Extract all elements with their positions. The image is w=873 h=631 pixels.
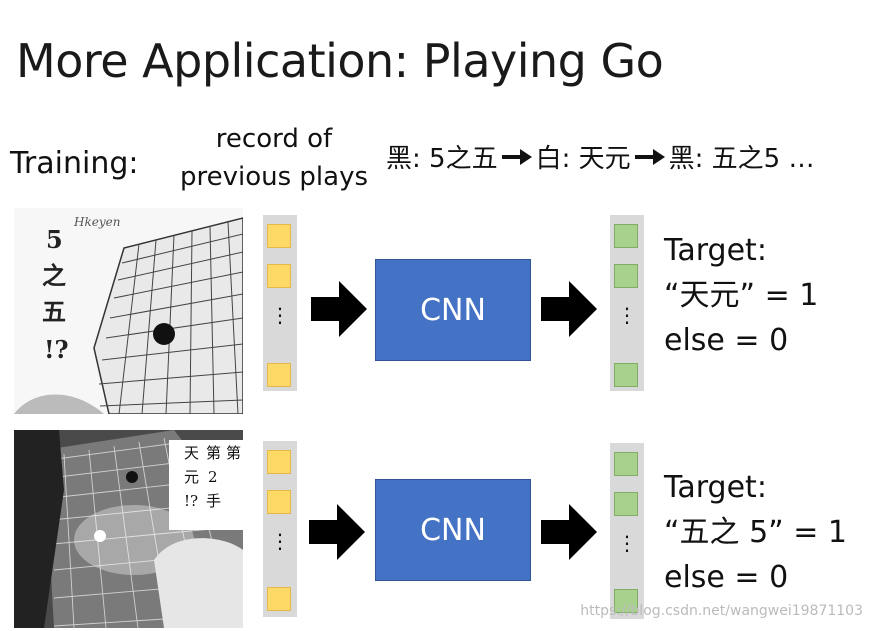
input-cell bbox=[267, 587, 291, 611]
output-vector-2: ⋮ bbox=[610, 443, 644, 619]
target-block-2: Target: “五之 5” = 1 else = 0 bbox=[664, 465, 847, 600]
flow-arrow-icon bbox=[309, 504, 365, 560]
right-arrow-icon bbox=[634, 144, 665, 170]
ellipsis-icon: ⋮ bbox=[617, 303, 637, 327]
input-cell bbox=[267, 363, 291, 387]
input-cell bbox=[267, 450, 291, 474]
input-cell bbox=[267, 490, 291, 514]
ellipsis-icon: ⋮ bbox=[270, 529, 290, 553]
manga-caption-char: 之 bbox=[42, 261, 66, 290]
output-cell bbox=[614, 363, 638, 387]
target-title: Target: bbox=[664, 470, 767, 505]
move-1: 黑: 5之五 bbox=[386, 144, 498, 174]
target-value: “五之 5” = 1 bbox=[664, 515, 848, 550]
move-3: 黑: 五之5 … bbox=[668, 144, 815, 174]
flow-arrow-icon bbox=[541, 281, 597, 337]
output-cell bbox=[614, 224, 638, 248]
output-vector-1: ⋮ bbox=[610, 215, 644, 391]
ellipsis-icon: ⋮ bbox=[617, 531, 637, 555]
manga-caption-char: 五 bbox=[42, 297, 66, 326]
manga-caption-char: 第 bbox=[206, 444, 221, 462]
input-vector-1: ⋮ bbox=[263, 215, 297, 391]
manga-caption-char: !? bbox=[184, 492, 198, 510]
ellipsis-icon: ⋮ bbox=[270, 303, 290, 327]
output-cell bbox=[614, 452, 638, 476]
slide-title: More Application: Playing Go bbox=[16, 34, 664, 88]
input-cell bbox=[267, 264, 291, 288]
manga-caption-char: 元 bbox=[184, 468, 199, 486]
go-manga-image-1: Hkeyen 5 之 五 !? bbox=[14, 208, 243, 414]
manga-caption-char: 第 bbox=[226, 444, 241, 462]
input-vector-2: ⋮ bbox=[263, 441, 297, 617]
target-else: else = 0 bbox=[664, 323, 789, 358]
record-caption-line1: record of bbox=[215, 124, 333, 154]
output-cell bbox=[614, 492, 638, 516]
watermark-url: https://blog.csdn.net/wangwei19871103 bbox=[580, 603, 863, 619]
manga-signature: Hkeyen bbox=[73, 215, 120, 229]
target-else: else = 0 bbox=[664, 560, 789, 595]
output-cell bbox=[614, 264, 638, 288]
manga-caption-char: 手 bbox=[206, 492, 221, 510]
manga-caption-char: !? bbox=[44, 335, 69, 364]
manga-caption-char: 5 bbox=[46, 225, 63, 254]
flow-arrow-icon bbox=[541, 504, 597, 560]
move-2: 白: 天元 bbox=[535, 144, 631, 174]
manga-caption-char: 2 bbox=[208, 468, 218, 486]
move-sequence: 黑: 5之五 白: 天元 黑: 五之5 … bbox=[386, 138, 814, 175]
cnn-box-2: CNN bbox=[375, 479, 531, 581]
target-block-1: Target: “天元” = 1 else = 0 bbox=[664, 228, 818, 363]
cnn-box-1: CNN bbox=[375, 259, 531, 361]
target-value: “天元” = 1 bbox=[664, 278, 819, 313]
input-cell bbox=[267, 224, 291, 248]
output-cell bbox=[614, 589, 638, 613]
go-manga-image-2: 第 第 2 手 天 元 !? bbox=[14, 430, 243, 628]
record-caption-line2: previous plays bbox=[179, 162, 369, 192]
target-title: Target: bbox=[664, 233, 767, 268]
flow-arrow-icon bbox=[311, 281, 367, 337]
training-label: Training: bbox=[10, 146, 139, 181]
record-caption: record of previous plays bbox=[178, 120, 370, 196]
manga-caption-char: 天 bbox=[184, 444, 199, 462]
right-arrow-icon bbox=[501, 144, 532, 170]
